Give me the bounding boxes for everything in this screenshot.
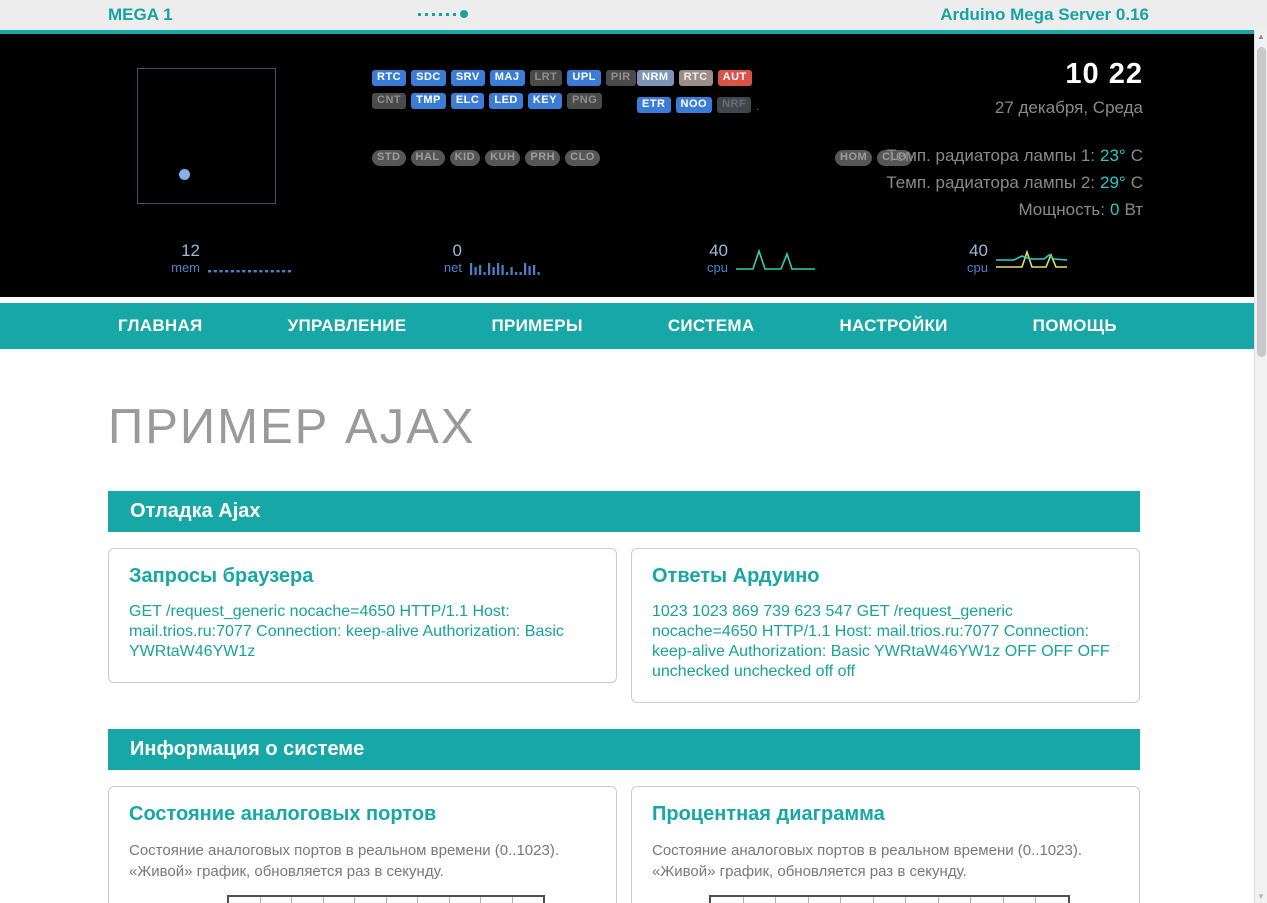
meter-label: cpu	[707, 260, 728, 275]
meter-cpu-1: 40 cpu	[648, 242, 816, 275]
nav-item-home[interactable]: ГЛАВНАЯ	[118, 316, 203, 335]
zone-badge: HAL	[410, 150, 445, 166]
module-badge: ELC	[450, 93, 485, 109]
zones-left-row: STD HAL KID KUH PRH CLO	[372, 150, 600, 166]
section-header-debug: Отладка Ajax	[108, 491, 1140, 532]
card-browser-requests: Запросы браузера GET /request_generic no…	[108, 548, 617, 683]
zone-badge: STD	[372, 150, 406, 166]
nav-item-settings[interactable]: НАСТРОЙКИ	[839, 316, 948, 335]
main-nav: ГЛАВНАЯ УПРАВЛЕНИЕ ПРИМЕРЫ СИСТЕМА НАСТР…	[0, 303, 1254, 349]
net-graph-icon	[470, 263, 540, 275]
zone-badge: HOM	[835, 150, 873, 166]
motion-monitor-box	[137, 68, 276, 204]
mode-badge: NRF	[717, 97, 752, 113]
meter-value: 0	[452, 241, 462, 260]
module-badge: SRV	[450, 70, 485, 86]
progress-dots-icon	[418, 10, 468, 18]
mode-badge: RTC	[678, 70, 713, 86]
card-analog-ports: Состояние аналоговых портов Состояние ан…	[108, 786, 617, 903]
card-body: GET /request_generic nocache=4650 HTTP/1…	[129, 603, 564, 660]
module-badge: CNT	[372, 93, 407, 109]
mode-badge: NRM	[637, 70, 674, 86]
accent-rule	[0, 30, 1254, 34]
scroll-up-icon[interactable]: ▲	[1257, 32, 1265, 41]
zone-badge: KID	[449, 150, 481, 166]
page-title: ПРИМЕР AJAX	[108, 400, 476, 454]
nav-item-control[interactable]: УПРАВЛЕНИЕ	[287, 316, 407, 335]
card-percent-diagram: Процентная диаграмма Состояние аналоговы…	[631, 786, 1140, 903]
module-badge: UPL	[567, 70, 601, 86]
debug-cards-row: Запросы браузера GET /request_generic no…	[108, 548, 1140, 703]
nav-item-help[interactable]: ПОМОЩЬ	[1032, 316, 1117, 335]
meter-cpu-2: 40 cpu	[908, 242, 1068, 275]
meter-label: net	[443, 260, 462, 275]
analog-ports-table	[227, 895, 545, 903]
modules-row-1: RTC SDC SRV MAJ LRT UPL PIR	[372, 70, 636, 86]
scroll-down-icon[interactable]: ▼	[1257, 892, 1265, 901]
status-header: RTC SDC SRV MAJ LRT UPL PIR CNT TMP ELC …	[0, 34, 1254, 297]
module-badge: LRT	[529, 70, 563, 86]
clock: 10 22 27 декабря, Среда	[995, 58, 1143, 118]
card-title: Ответы Ардуино	[652, 565, 820, 587]
nav-item-examples[interactable]: ПРИМЕРЫ	[491, 316, 583, 335]
mode-badge: NOO	[675, 97, 713, 113]
meter-value: 40	[709, 241, 728, 260]
clock-time: 10 22	[1065, 58, 1143, 90]
zones-right-row: HOM CLO	[835, 150, 912, 166]
meter-value: 40	[969, 241, 988, 260]
card-title: Запросы браузера	[129, 565, 314, 587]
scrollbar-thumb[interactable]	[1257, 47, 1266, 357]
meter-label: mem	[171, 260, 200, 275]
card-body: Состояние аналоговых портов в реальном в…	[652, 842, 1082, 880]
modes-row-2: ETR NOO NRF .	[637, 97, 760, 113]
zone-badge: KUH	[485, 150, 521, 166]
sensor-stats: Темп. радиатора лампы 1:23°C Темп. радиа…	[886, 142, 1143, 223]
module-badge: MAJ	[489, 70, 525, 86]
app-title: Arduino Mega Server 0.16	[940, 5, 1149, 24]
module-badge: PNG	[566, 93, 603, 109]
stat-value: 29°	[1100, 173, 1126, 192]
meter-mem: 12 mem	[120, 242, 293, 275]
nav-item-system[interactable]: СИСТЕМА	[667, 316, 755, 335]
device-name: MEGA 1	[108, 5, 173, 24]
module-badge: TMP	[411, 93, 446, 109]
module-badge: RTC	[372, 70, 407, 86]
motion-dot	[179, 169, 190, 180]
stat-line: Темп. радиатора лампы 2:29°C	[886, 173, 1143, 192]
mode-badge: ETR	[637, 97, 671, 113]
module-badge: KEY	[527, 93, 562, 109]
clock-date: 27 декабря, Среда	[994, 98, 1143, 117]
meter-net: 0 net	[382, 242, 542, 275]
content-area: ПРИМЕР AJAX Отладка Ajax Запросы браузер…	[108, 349, 1140, 903]
card-body: 1023 1023 869 739 623 547 GET /request_g…	[652, 603, 1110, 680]
modules-row-2: CNT TMP ELC LED KEY PNG	[372, 93, 603, 109]
mem-graph-icon	[208, 270, 291, 273]
cpu-graph-icon	[736, 248, 815, 270]
stat-value: 23°	[1100, 146, 1126, 165]
stat-value: 0	[1109, 200, 1120, 219]
modes-row-1: NRM RTC AUT	[637, 70, 752, 86]
cpu-dual-graph-icon	[996, 249, 1068, 268]
module-badge: PIR	[605, 70, 636, 86]
stat-line: Темп. радиатора лампы 1:23°C	[886, 146, 1143, 165]
zone-badge: PRH	[525, 150, 561, 166]
mode-badge: AUT	[717, 70, 752, 86]
meter-value: 12	[181, 241, 200, 260]
vertical-scrollbar[interactable]: ▲ ▼	[1254, 30, 1267, 903]
percent-diagram-table	[709, 895, 1070, 903]
module-badge: SDC	[411, 70, 446, 86]
card-arduino-responses: Ответы Ардуино 1023 1023 869 739 623 547…	[631, 548, 1140, 703]
mode-suffix-dot: .	[756, 99, 760, 113]
card-title: Состояние аналоговых портов	[129, 803, 437, 825]
card-body: Состояние аналоговых портов в реальном в…	[129, 842, 559, 880]
top-bar: MEGA 1 Arduino Mega Server 0.16	[0, 0, 1267, 30]
card-title: Процентная диаграмма	[652, 803, 885, 825]
section-header-sysinfo: Информация о системе	[108, 729, 1140, 770]
zone-badge: CLO	[877, 150, 912, 166]
module-badge: LED	[489, 93, 523, 109]
meter-label: cpu	[967, 260, 988, 275]
sysinfo-cards-row: Состояние аналоговых портов Состояние ан…	[108, 786, 1140, 903]
zone-badge: CLO	[565, 150, 600, 166]
